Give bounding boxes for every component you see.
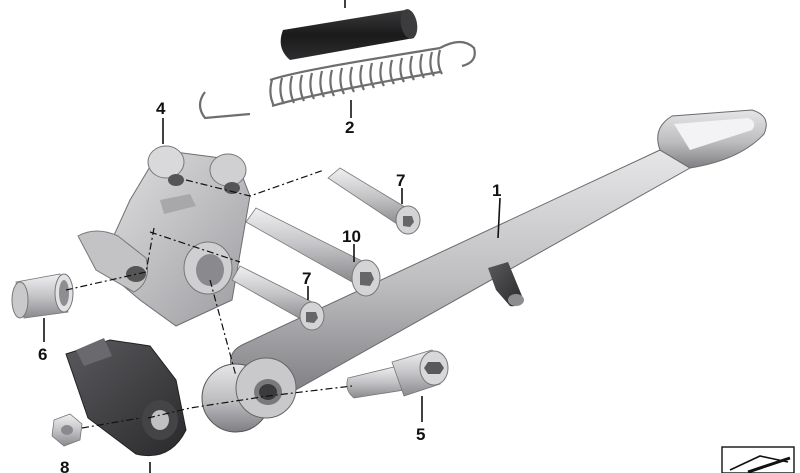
callout-2: 2: [345, 118, 354, 137]
side-stand: [201, 109, 767, 433]
bushing: [11, 273, 74, 319]
leader-lines: [43, 100, 501, 473]
spring: [198, 40, 476, 120]
bolt-5: [346, 349, 449, 399]
callout-8: 8: [60, 458, 69, 473]
mounting-plate: [77, 145, 251, 327]
callout-10: 10: [342, 227, 361, 246]
nut: [51, 413, 83, 447]
callout-7-lower: 7: [302, 269, 311, 288]
rubber-sleeve: [280, 0, 418, 60]
bolt-7-upper: [327, 167, 421, 235]
orientation-icon: [721, 446, 795, 473]
callout-7-upper: 7: [396, 171, 405, 190]
callouts: 1 2 4 5 6 7 7 8 10: [38, 99, 501, 473]
assembly-lines: [65, 169, 353, 429]
bolt-7-lower: [231, 265, 325, 331]
callout-5: 5: [416, 425, 425, 444]
sensor-bracket: [65, 338, 187, 457]
bolt-10: [245, 207, 381, 297]
callout-1: 1: [492, 181, 501, 200]
callout-4: 4: [156, 99, 166, 118]
callout-6: 6: [38, 345, 47, 364]
